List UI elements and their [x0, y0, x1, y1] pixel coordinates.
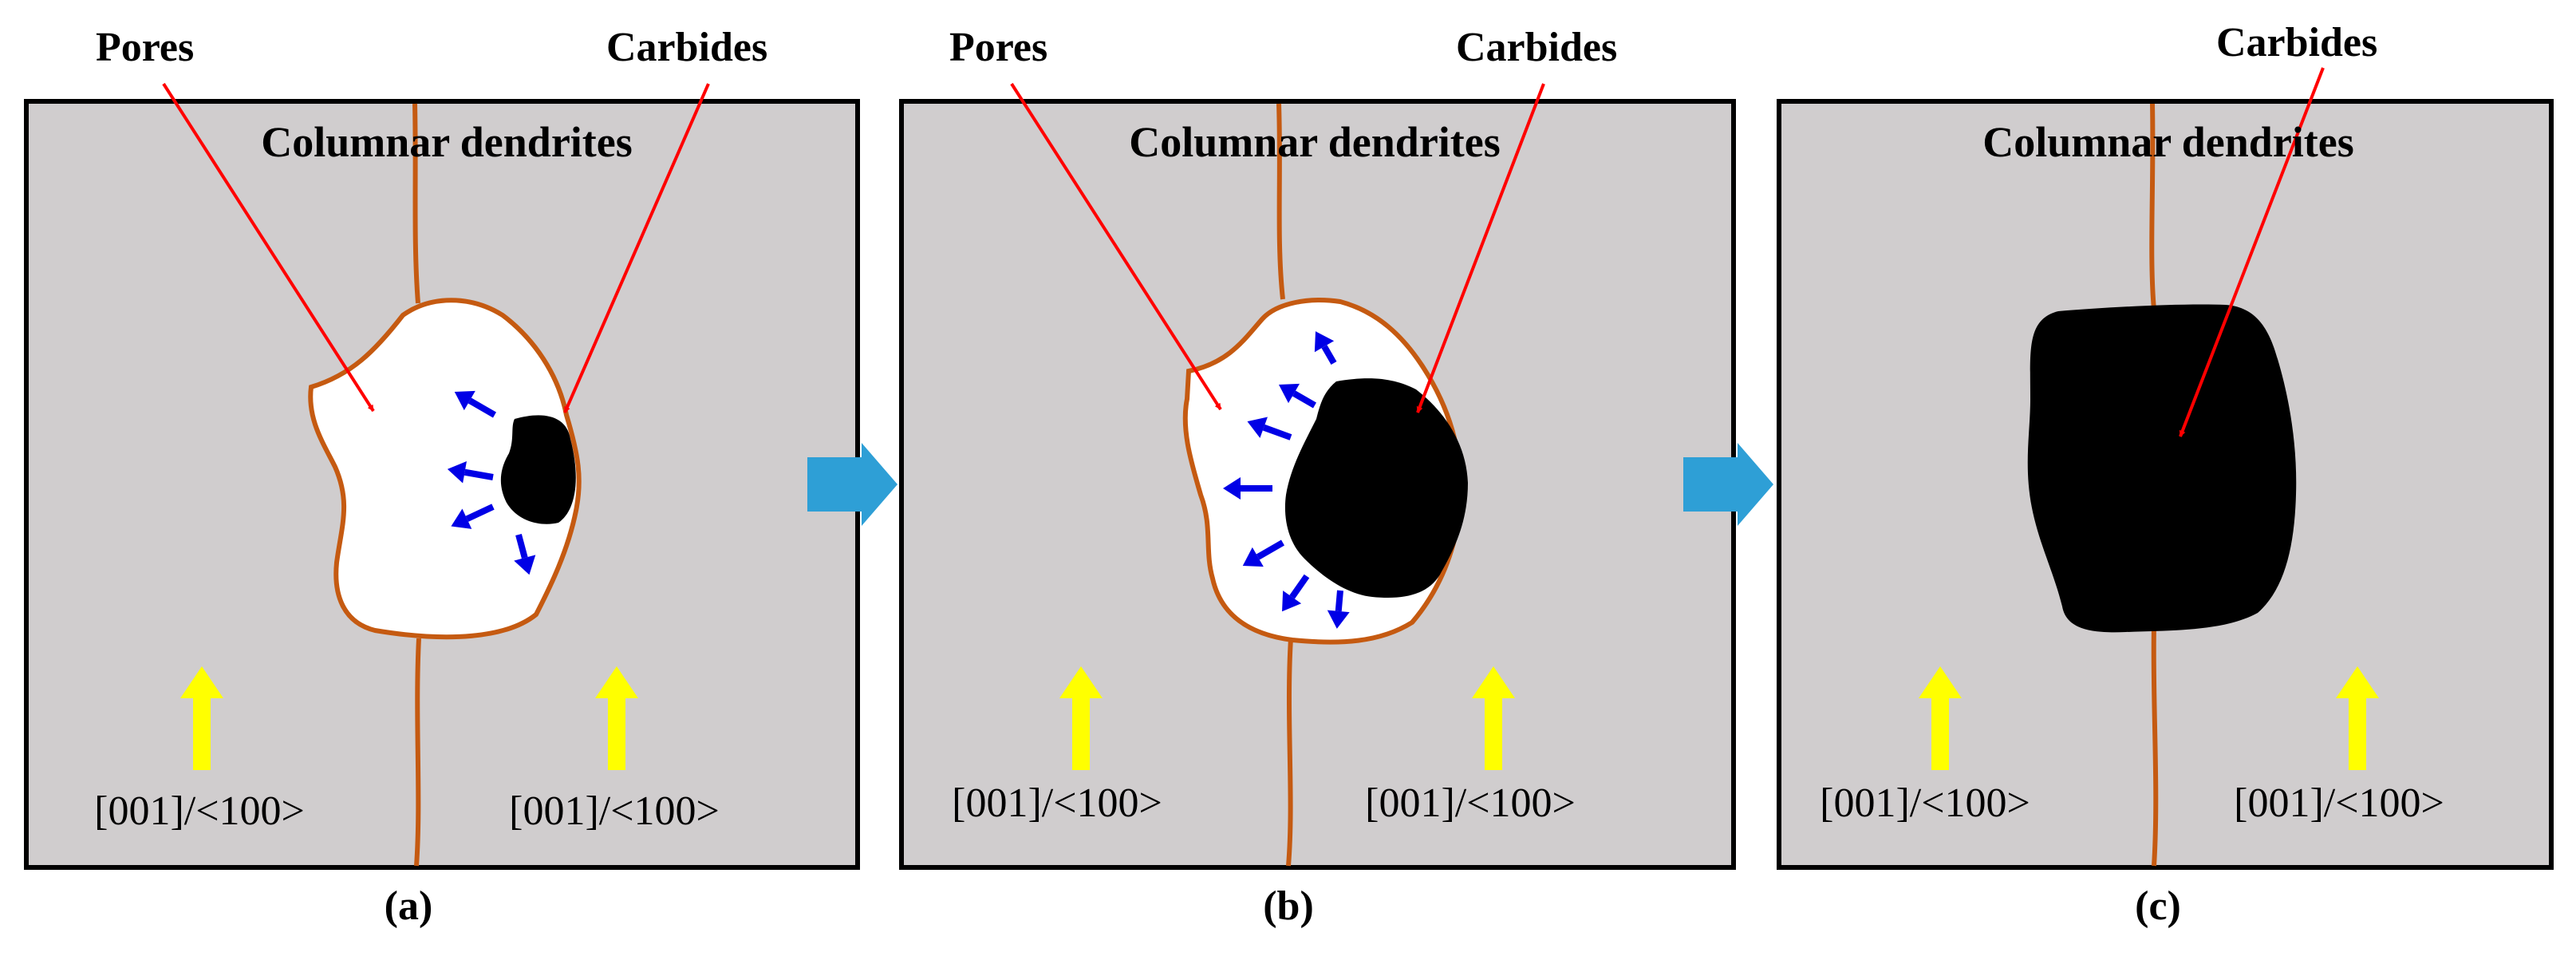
panel-c-grain-boundary-top: [2149, 103, 2156, 310]
panel-b-carbide: [1284, 378, 1468, 598]
panel-a-pore: [308, 298, 582, 640]
panel-c-direction-arrow-right: [2336, 666, 2379, 770]
panel-a-growth-arrows: [447, 390, 536, 575]
panel-a-caption: (a): [385, 883, 433, 929]
panel-c: Carbides Columnar dendrites [001]/<100> …: [1777, 20, 2554, 929]
panel-b-direction-right-label: [001]/<100>: [1365, 780, 1576, 826]
panel-c-direction-left-label: [001]/<100>: [1820, 780, 2030, 826]
panel-b-grain-boundary-top: [1276, 103, 1285, 300]
panel-a-carbides-label: Carbides: [606, 25, 767, 70]
panel-c-direction-right-label: [001]/<100>: [2234, 780, 2444, 826]
panel-a-grain-boundary-top: [412, 103, 420, 304]
panel-b-direction-arrow-right: [1472, 666, 1515, 770]
panel-b-growth-arrows: [1223, 331, 1350, 629]
panel-c-grain-boundary-bottom: [2151, 626, 2159, 867]
panel-a-carbides-callout-arrow: [563, 83, 710, 413]
panel-b: Pores Carbides Columnar dendrites [001]/…: [899, 25, 1736, 929]
panel-a-pores-label: Pores: [96, 25, 194, 70]
step-arrow-2: [1683, 443, 1773, 526]
panel-a-direction-right-label: [001]/<100>: [509, 788, 720, 834]
panel-c-carbide: [2027, 304, 2297, 633]
panel-b-grain-boundary-bottom: [1286, 638, 1293, 867]
panel-a-direction-arrow-right: [595, 666, 638, 770]
panel-b-direction-arrow-left: [1059, 666, 1103, 770]
panel-b-direction-left-label: [001]/<100>: [952, 780, 1162, 826]
panel-b-carbides-callout-arrow: [1416, 83, 1545, 413]
panel-b-pores-label: Pores: [949, 25, 1047, 70]
panel-b-carbides-label: Carbides: [1456, 25, 1617, 70]
panel-b-caption: (b): [1263, 883, 1314, 929]
panel-a-grain-boundary-bottom: [414, 638, 421, 867]
panel-c-title: Columnar dendrites: [1982, 118, 2354, 166]
panel-a-title: Columnar dendrites: [261, 118, 633, 166]
panel-a-carbide: [500, 415, 576, 524]
panel-c-direction-arrow-left: [1919, 666, 1962, 770]
panel-c-carbides-label: Carbides: [2216, 20, 2377, 65]
panel-c-caption: (c): [2135, 883, 2181, 929]
panel-a-direction-left-label: [001]/<100>: [94, 788, 305, 834]
panel-a-direction-arrow-left: [180, 666, 223, 770]
panel-c-carbides-callout-arrow: [2179, 67, 2325, 437]
panel-a-pores-callout-arrow: [162, 82, 375, 413]
step-arrow-1: [807, 443, 897, 526]
panel-b-title: Columnar dendrites: [1129, 118, 1501, 166]
panel-a: Pores Carbides Columnar dendrites [001]/…: [24, 25, 860, 929]
panel-b-pores-callout-arrow: [1010, 82, 1222, 411]
